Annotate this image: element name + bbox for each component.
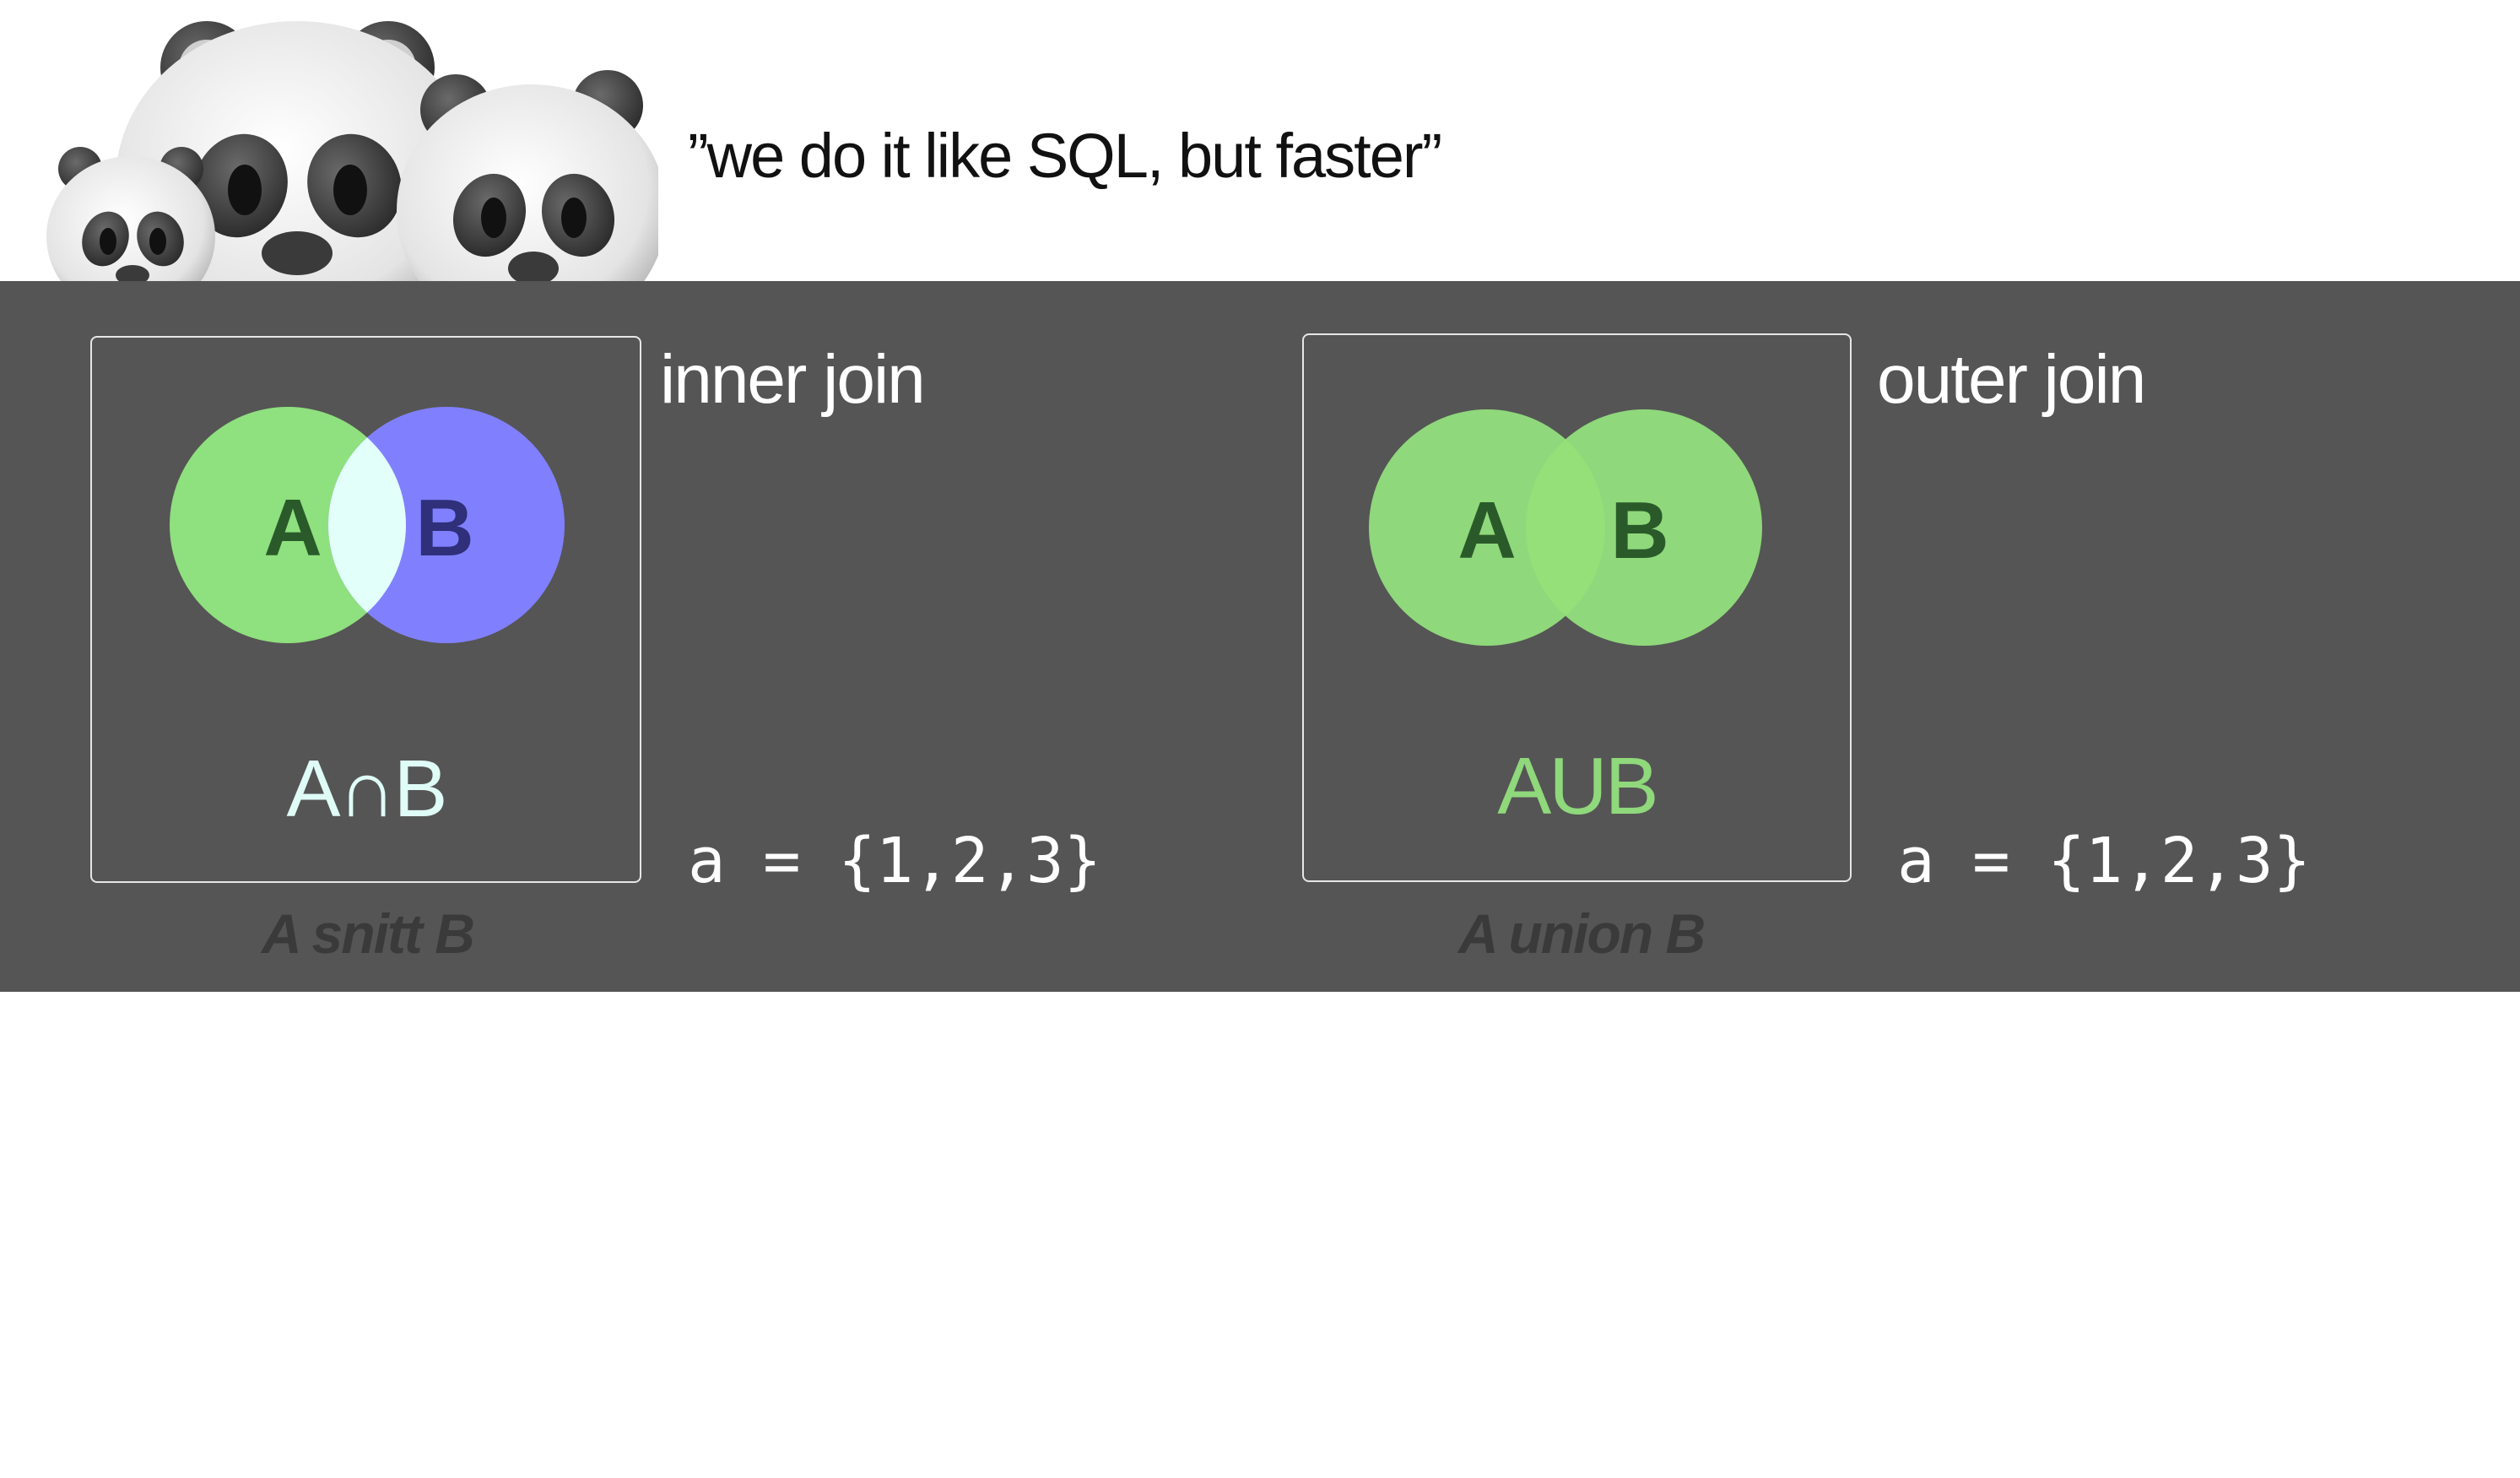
outer-code-block: a = {1,2,3} b = {1,5,2} aUb = {1,2,3,5}: [1897, 679, 2461, 1478]
intersection-caption: A∩B: [286, 744, 447, 834]
diagram-stage: A B A∩B inner join a = {1,2,3} b = {1,5,…: [0, 281, 2520, 1333]
quote-text: ”we do it like SQL, but faster”: [688, 121, 1442, 191]
outer-join-label: A union B: [1458, 902, 1706, 965]
outer-join-panel: A B AUB: [1302, 333, 1852, 882]
code-line-result: a∩b = {1,2}: [688, 1260, 1102, 1333]
header-area: ”we do it like SQL, but faster”: [0, 0, 2520, 281]
inner-join-title: inner join: [660, 341, 926, 418]
inner-venn-diagram: A B: [170, 407, 565, 643]
code-line-a: a = {1,2,3}: [1897, 825, 2312, 897]
code-line-b: b = {1,5,2}: [688, 1042, 1102, 1115]
inner-code-block: a = {1,2,3} b = {1,5,2} a∩b = {1,2}: [688, 679, 1101, 1478]
code-line-b: b = {1,5,2}: [1897, 1042, 2312, 1115]
venn-overlap: [1526, 409, 1605, 646]
inner-join-panel: A B A∩B: [90, 336, 641, 883]
venn-label-b: B: [415, 483, 473, 573]
venn-overlap: [328, 407, 406, 643]
outer-join-title: outer join: [1877, 341, 2146, 418]
code-line-a: a = {1,2,3}: [688, 825, 1102, 897]
inner-join-label: A snitt B: [262, 902, 475, 965]
venn-label-b: B: [1610, 485, 1668, 576]
panda-family-icon: [46, 21, 658, 281]
venn-label-a: A: [1457, 485, 1516, 576]
venn-label-a: A: [263, 483, 322, 573]
code-line-result: aUb = {1,2,3,5}: [1897, 1260, 2462, 1333]
union-caption: AUB: [1497, 741, 1658, 831]
outer-venn-diagram: A B: [1369, 409, 1762, 646]
